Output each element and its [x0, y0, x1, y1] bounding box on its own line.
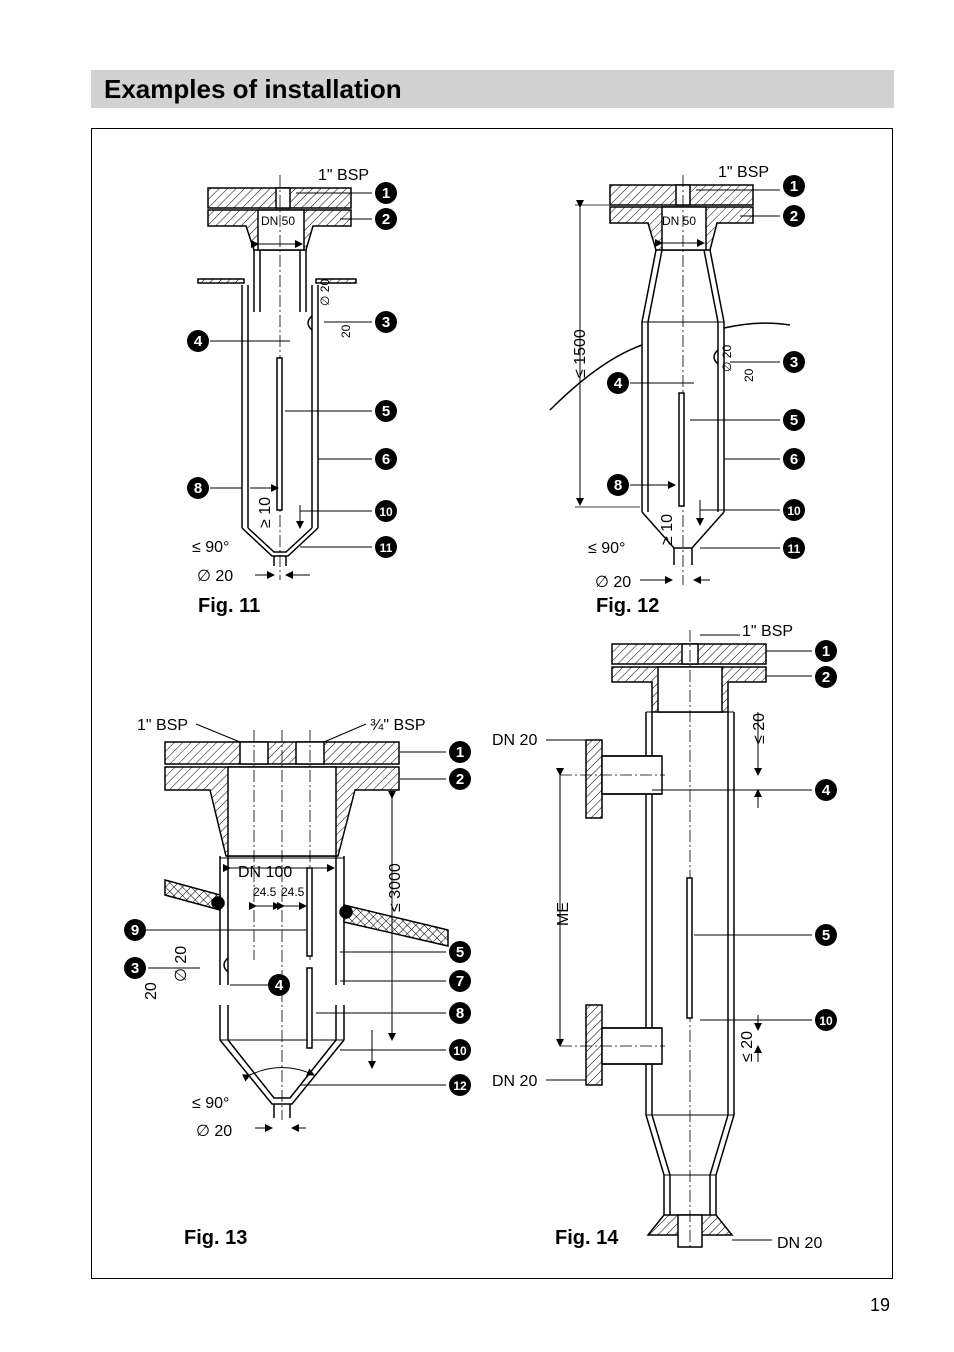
figure-14-labels: 1" BSP DN 20 DN 20 DN 20 ME ≤ 20 ≤ 20 Fi…	[492, 623, 822, 1252]
fig14-callout-2: 2	[822, 669, 830, 686]
fig13-callout-4: 4	[275, 977, 284, 994]
fig13-dim-b: 24.5	[281, 885, 305, 899]
fig12-callout-8: 8	[614, 477, 622, 494]
fig11-angle: ≤ 90°	[192, 539, 229, 556]
fig11-callout-8: 8	[194, 480, 202, 497]
fig12-callout-10: 10	[787, 504, 801, 518]
figure-11	[197, 175, 372, 580]
figure-14	[546, 630, 812, 1250]
fig12-caption: Fig. 12	[596, 595, 659, 617]
page-title: Examples of installation	[104, 74, 402, 104]
fig13-dim-a: 24.5	[253, 885, 277, 899]
fig12-height: ≤ 1500	[572, 329, 589, 378]
fig13-caption: Fig. 13	[184, 1227, 247, 1249]
fig13-dn: DN 100	[238, 864, 292, 881]
page-number: 19	[870, 1295, 891, 1315]
fig13-dim-20b: 20	[143, 982, 160, 1000]
fig12-bsp: 1" BSP	[718, 164, 769, 181]
fig11-dia-bottom: ∅ 20	[197, 568, 233, 585]
figure-13-labels: 1" BSP ¾" BSP DN 100 24.5 24.5 ≤ 3000 ∅ …	[137, 717, 425, 1249]
fig11-dn: DN 50	[261, 214, 295, 228]
fig12-callout-1: 1	[790, 178, 798, 195]
fig11-callout-6: 6	[382, 451, 390, 468]
fig14-bsp: 1" BSP	[742, 623, 793, 640]
fig13-dia-bottom: ∅ 20	[196, 1123, 232, 1140]
fig14-dn-mid: DN 20	[492, 1073, 537, 1090]
figure-13	[146, 723, 449, 1132]
figure-14-callouts: 1 2 4 5 10	[815, 640, 837, 1031]
fig14-caption: Fig. 14	[555, 1227, 619, 1249]
fig11-caption: Fig. 11	[198, 595, 260, 617]
fig14-dn-top: DN 20	[492, 732, 537, 749]
figure-13-callouts: 1 2 9 3 4 5 7 8 10 12	[124, 741, 471, 1096]
fig12-callout-2: 2	[790, 208, 798, 225]
fig13-callout-2: 2	[456, 771, 464, 788]
fig12-dim-20a: ∅ 20	[720, 345, 734, 372]
header-bar: Examples of installation	[91, 70, 894, 108]
figure-12-callouts: 1 2 3 4 5 6 8 10 11	[607, 175, 805, 559]
fig13-angle: ≤ 90°	[192, 1095, 229, 1112]
fig13-callout-9: 9	[131, 922, 139, 939]
fig13-callout-8: 8	[456, 1005, 464, 1022]
figure-12	[549, 175, 791, 585]
figure-12-labels: 1" BSP DN 50 ≤ 1500 ≤ 90° ∅ 20 ∅ 20 20 ≥…	[572, 164, 769, 617]
fig11-callout-10: 10	[379, 505, 393, 519]
fig14-callout-1: 1	[822, 643, 830, 660]
fig14-dn-bottom: DN 20	[777, 1235, 822, 1252]
fig13-callout-7: 7	[456, 973, 464, 990]
figure-frame	[91, 128, 893, 1279]
fig13-callout-1: 1	[456, 744, 464, 761]
fig12-dn: DN 50	[662, 214, 696, 228]
fig14-callout-10: 10	[819, 1014, 833, 1028]
fig13-callout-5: 5	[456, 944, 464, 961]
fig14-callout-5: 5	[822, 927, 830, 944]
fig11-callout-1: 1	[382, 185, 390, 202]
fig11-dim-10: ≥ 10	[257, 497, 274, 528]
fig12-dim-10: ≥ 10	[659, 514, 676, 545]
fig14-callout-4: 4	[822, 782, 831, 799]
fig12-callout-11: 11	[788, 542, 801, 556]
fig13-dim-20a: ∅ 20	[173, 946, 190, 982]
fig11-callout-3: 3	[382, 314, 390, 331]
fig12-callout-6: 6	[790, 451, 798, 468]
fig13-bsp-left: 1" BSP	[137, 717, 188, 734]
fig13-height: ≤ 3000	[387, 863, 404, 912]
figure-11-labels: 1" BSP DN 50 ≤ 90° ∅ 20 ∅ 20 20 ≥ 10 Fig…	[192, 167, 369, 617]
fig13-callout-12: 12	[453, 1079, 467, 1093]
fig11-callout-4: 4	[194, 333, 203, 350]
fig13-callout-10: 10	[453, 1044, 467, 1058]
fig11-callout-5: 5	[382, 403, 390, 420]
fig14-dim-bottom: ≤ 20	[739, 1031, 756, 1062]
fig12-callout-4: 4	[614, 375, 623, 392]
fig12-dim-20b: 20	[742, 368, 756, 382]
fig14-dim-top: ≤ 20	[751, 713, 768, 744]
fig13-callout-3: 3	[131, 960, 139, 977]
fig11-dim-20a: ∅ 20	[318, 279, 332, 306]
fig12-angle: ≤ 90°	[588, 540, 625, 557]
fig12-dia-bottom: ∅ 20	[595, 574, 631, 591]
fig14-me: ME	[555, 902, 572, 926]
fig13-bsp-right: ¾" BSP	[370, 717, 425, 734]
fig11-callout-2: 2	[382, 211, 390, 228]
fig11-bsp: 1" BSP	[318, 167, 369, 184]
figure-11-callouts: 1 2 3 4 5 6 8 10 11	[187, 182, 397, 558]
fig11-callout-11: 11	[380, 541, 393, 555]
fig12-callout-5: 5	[790, 412, 798, 429]
fig12-callout-3: 3	[790, 354, 798, 371]
fig11-dim-20b: 20	[339, 324, 353, 338]
